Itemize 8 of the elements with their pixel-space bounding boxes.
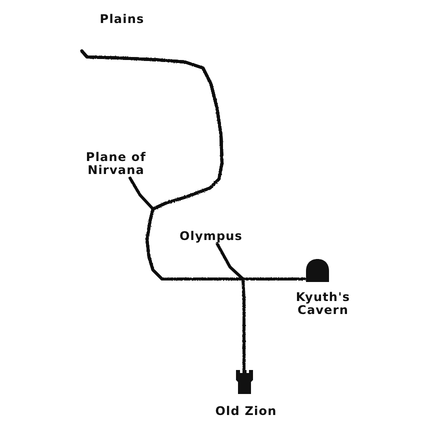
place-label: Kyuth's Cavern <box>294 291 352 317</box>
place-label: Plains <box>100 13 144 26</box>
cave-icon <box>306 259 329 282</box>
place-label: Old Zion <box>215 405 277 418</box>
tower-icon <box>236 370 253 394</box>
trail-line <box>80 50 246 370</box>
place-label: Plane of Nirvana <box>81 151 151 177</box>
place-label: Olympus <box>179 230 243 243</box>
